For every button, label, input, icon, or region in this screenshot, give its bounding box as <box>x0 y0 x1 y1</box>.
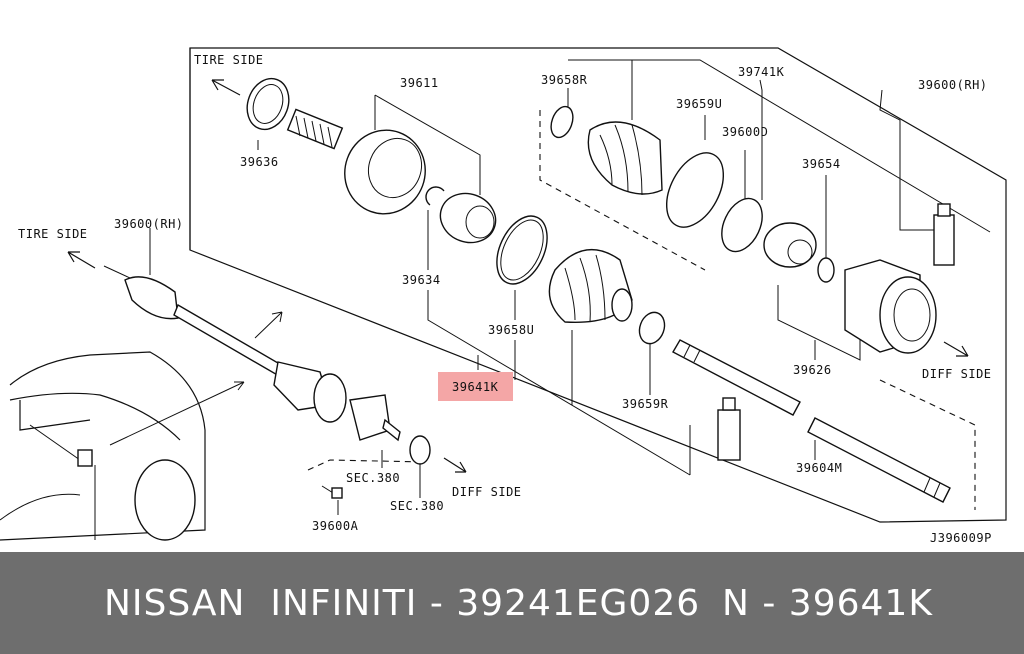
diff-side-bottom-label: DIFF SIDE <box>452 485 522 499</box>
oem-part-number-text: NISSAN INFINITI - 39241EG026 <box>104 582 701 624</box>
label-sec380-a: SEC.380 <box>346 471 400 485</box>
shaft-39604M <box>672 339 951 503</box>
inner-race-39611b <box>439 192 497 244</box>
sec380-dashed-outline <box>307 459 426 471</box>
tripod-39654 <box>763 222 817 268</box>
label-39741K: 39741K <box>738 65 785 79</box>
seal-ring-39636 <box>246 77 290 131</box>
label-39641K: 39641K <box>452 380 499 394</box>
tire-side-left-label: TIRE SIDE <box>18 227 88 241</box>
outer-joint-39611 <box>286 108 426 215</box>
diagram-part-number-text: N - 39641K <box>722 582 933 624</box>
label-39611: 39611 <box>400 76 439 90</box>
label-39658U: 39658U <box>488 323 534 337</box>
arrows-to-car <box>109 311 283 446</box>
leader-lines <box>149 59 991 515</box>
label-39626: 39626 <box>793 363 832 377</box>
label-39658R: 39658R <box>541 73 588 87</box>
diff-side-arrow-bottom <box>443 457 467 473</box>
boot-kit-dashed-outline <box>539 110 706 271</box>
inner-housing-39626 <box>844 259 937 354</box>
diff-side-right-label: DIFF SIDE <box>922 367 992 381</box>
bolt-39600A <box>321 485 343 499</box>
snap-ring-39634 <box>425 186 445 206</box>
label-39636: 39636 <box>240 155 279 169</box>
diff-side-arrow-right <box>943 341 969 357</box>
label-39654: 39654 <box>802 157 841 171</box>
part-highlight-box <box>438 372 513 401</box>
shaft-dashed-outline <box>879 379 976 510</box>
label-39604M: 39604M <box>796 461 842 475</box>
driveshaft-exploded-diagram: TIRE SIDE TIRE SIDE DIFF SIDE DIFF SIDE <box>0 47 1007 545</box>
band-39658R <box>550 105 574 139</box>
band-39659U <box>665 152 725 228</box>
part-number-banner: NISSAN INFINITI - 39241EG026 N - 39641K <box>0 552 1024 654</box>
label-sec380-b: SEC.380 <box>390 499 444 513</box>
boot-kit-inner <box>587 121 663 196</box>
label-39600-rh-left: 39600(RH) <box>114 217 184 231</box>
label-39659R: 39659R <box>622 397 669 411</box>
label-39600A: 39600A <box>312 519 359 533</box>
figure-code: J396009P <box>930 531 992 545</box>
label-39634: 39634 <box>402 273 441 287</box>
tire-side-arrow-left <box>67 251 96 269</box>
label-39600-rh-top: 39600(RH) <box>918 78 988 92</box>
grease-tube-mid <box>717 397 741 461</box>
grease-tube-top <box>933 203 955 266</box>
assembled-driveshaft <box>103 265 431 465</box>
tire-side-top-label: TIRE SIDE <box>194 53 264 67</box>
boot-band-39658U <box>496 215 548 285</box>
ring-39600D <box>721 197 763 253</box>
label-39600D: 39600D <box>722 125 768 139</box>
label-39659U: 39659U <box>676 97 722 111</box>
vehicle-silhouette <box>0 351 206 541</box>
band-39659R <box>638 311 666 345</box>
tire-side-arrow-top <box>211 79 241 96</box>
boot-39641K <box>548 248 633 324</box>
snap-ring-39654 <box>817 257 835 283</box>
